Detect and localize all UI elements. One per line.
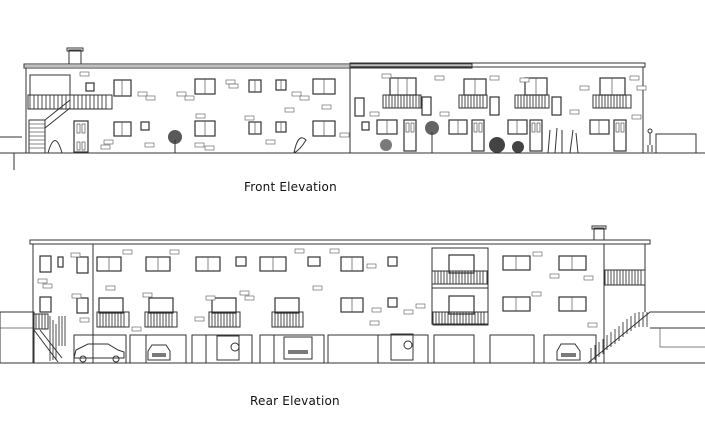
rear-balconies <box>96 247 646 328</box>
rear-elevation-drawing <box>0 220 705 370</box>
rear-windows-upper <box>39 255 587 274</box>
front-elevation-drawing <box>0 0 705 170</box>
stone-cladding <box>37 248 598 332</box>
front-elevation-caption: Front Elevation <box>244 180 337 194</box>
car-sedan-front-icon <box>147 344 171 361</box>
french-window-balcony-3 <box>514 77 550 109</box>
stone-cladding <box>79 71 647 151</box>
ramp-railing <box>587 311 705 364</box>
chimney-icon <box>591 225 607 241</box>
shrub-icon <box>168 121 579 154</box>
car-pickup-front-icon <box>283 336 313 360</box>
french-window-balcony-1 <box>382 77 422 109</box>
rear-windows-lower <box>39 296 587 314</box>
chimney-icon <box>66 47 84 65</box>
car-sedan-front-icon <box>556 343 581 361</box>
front-door-1 <box>73 120 89 153</box>
front-windows-lower <box>113 120 336 137</box>
car-4x4-rear-icon <box>390 333 414 361</box>
rear-elevation-caption: Rear Elevation <box>250 394 340 408</box>
french-window-balcony-4 <box>592 77 632 109</box>
car-4x4-rear-icon <box>216 335 240 361</box>
front-door-4 <box>529 119 543 152</box>
car-hatchback-icon <box>73 343 125 363</box>
staircase <box>28 99 71 154</box>
french-window-balcony-2 <box>458 78 488 109</box>
front-door-3 <box>471 119 485 152</box>
staircase <box>33 313 66 363</box>
front-door-2 <box>403 119 417 152</box>
person-figure-icon <box>647 128 653 152</box>
front-windows-upper <box>113 78 336 97</box>
garages <box>73 334 597 364</box>
front-door-5 <box>613 119 627 152</box>
